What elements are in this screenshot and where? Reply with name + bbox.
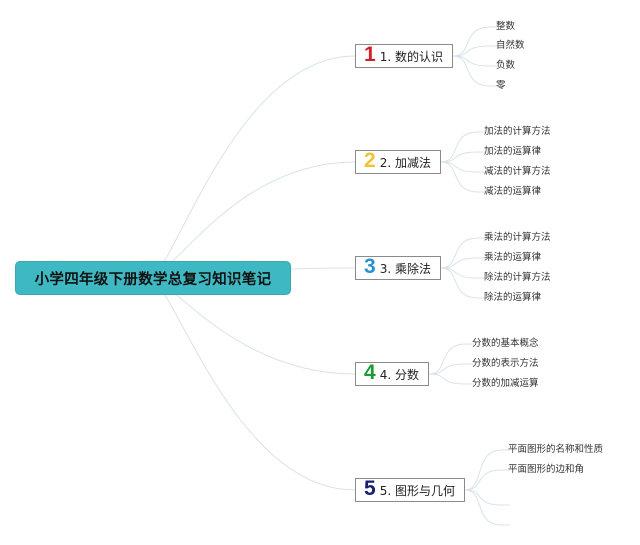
leaf-multiplication-method[interactable]: 乘法的计算方法 <box>484 232 551 243</box>
connector-branch-5-leaf-2 <box>464 469 510 491</box>
branch-shapes-geometry[interactable]: 5 5. 图形与几何 <box>355 478 465 502</box>
connector-branch-3-leaf-3 <box>440 267 486 279</box>
leaf-division-law[interactable]: 除法的运算律 <box>484 292 542 303</box>
connector-branch-3-leaf-2 <box>440 257 486 269</box>
branch-number-recognition[interactable]: 1 1. 数的认识 <box>355 44 453 68</box>
leaf-integer[interactable]: 整数 <box>496 21 516 32</box>
branch-label: 3. 乘除法 <box>379 261 431 276</box>
connector-root-branch-5 <box>152 277 356 491</box>
leaf-plane-shape-sides-angles[interactable]: 平面图形的边和角 <box>508 464 585 475</box>
leaf-negative-number[interactable]: 负数 <box>496 60 516 71</box>
leaf-subtraction-law[interactable]: 减法的运算律 <box>484 186 542 197</box>
leaf-natural-number[interactable]: 自然数 <box>496 40 525 51</box>
number-1-icon: 1 <box>364 43 376 66</box>
leaf-addition-method[interactable]: 加法的计算方法 <box>484 126 551 137</box>
connector-root-branch-1 <box>152 55 356 279</box>
connector-branch-2-leaf-1 <box>440 131 486 163</box>
connector-branch-2-leaf-4 <box>440 161 486 193</box>
branch-multiplication-division[interactable]: 3 3. 乘除法 <box>355 256 441 280</box>
connector-branch-5-leaf-4 <box>464 489 510 526</box>
root-topic-label: 小学四年级下册数学总复习知识笔记 <box>34 271 272 288</box>
leaf-zero[interactable]: 零 <box>496 80 506 91</box>
connector-branch-2-leaf-3 <box>440 161 486 173</box>
number-4-icon: 4 <box>364 361 376 384</box>
connector-branch-4-leaf-3 <box>428 373 474 385</box>
branch-label: 1. 数的认识 <box>379 49 443 64</box>
connector-root-branch-2 <box>152 161 356 279</box>
connector-branch-4-leaf-1 <box>428 343 474 375</box>
connector-branch-3-leaf-4 <box>440 267 486 299</box>
leaf-fraction-concept[interactable]: 分数的基本概念 <box>472 338 539 349</box>
number-2-icon: 2 <box>364 149 376 172</box>
connector-branch-2-leaf-2 <box>440 151 486 163</box>
branch-addition-subtraction[interactable]: 2 2. 加减法 <box>355 150 441 174</box>
leaf-division-method[interactable]: 除法的计算方法 <box>484 272 551 283</box>
connector-branch-1-leaf-4 <box>452 55 498 87</box>
connector-branch-1-leaf-3 <box>452 55 498 67</box>
connector-branch-3-leaf-1 <box>440 237 486 269</box>
connector-branch-5-leaf-3 <box>464 489 510 506</box>
branch-fractions[interactable]: 4 4. 分数 <box>355 362 429 386</box>
leaf-multiplication-law[interactable]: 乘法的运算律 <box>484 252 542 263</box>
number-3-icon: 3 <box>364 255 376 278</box>
branch-label: 4. 分数 <box>379 367 419 382</box>
leaf-subtraction-method[interactable]: 减法的计算方法 <box>484 166 551 177</box>
leaf-fraction-add-subtract[interactable]: 分数的加减运算 <box>472 378 539 389</box>
branch-label: 5. 图形与几何 <box>379 483 455 498</box>
branch-label: 2. 加减法 <box>379 155 431 170</box>
connector-branch-4-leaf-2 <box>428 363 474 375</box>
connector-branch-1-leaf-2 <box>452 45 498 57</box>
leaf-fraction-representation[interactable]: 分数的表示方法 <box>472 358 539 369</box>
number-5-icon: 5 <box>364 477 376 500</box>
connector-branch-5-leaf-1 <box>464 449 510 491</box>
leaf-plane-shape-names[interactable]: 平面图形的名称和性质 <box>508 444 604 455</box>
root-topic[interactable]: 小学四年级下册数学总复习知识笔记 <box>16 262 290 294</box>
connector-branch-1-leaf-1 <box>452 26 498 57</box>
leaf-addition-law[interactable]: 加法的运算律 <box>484 146 542 157</box>
